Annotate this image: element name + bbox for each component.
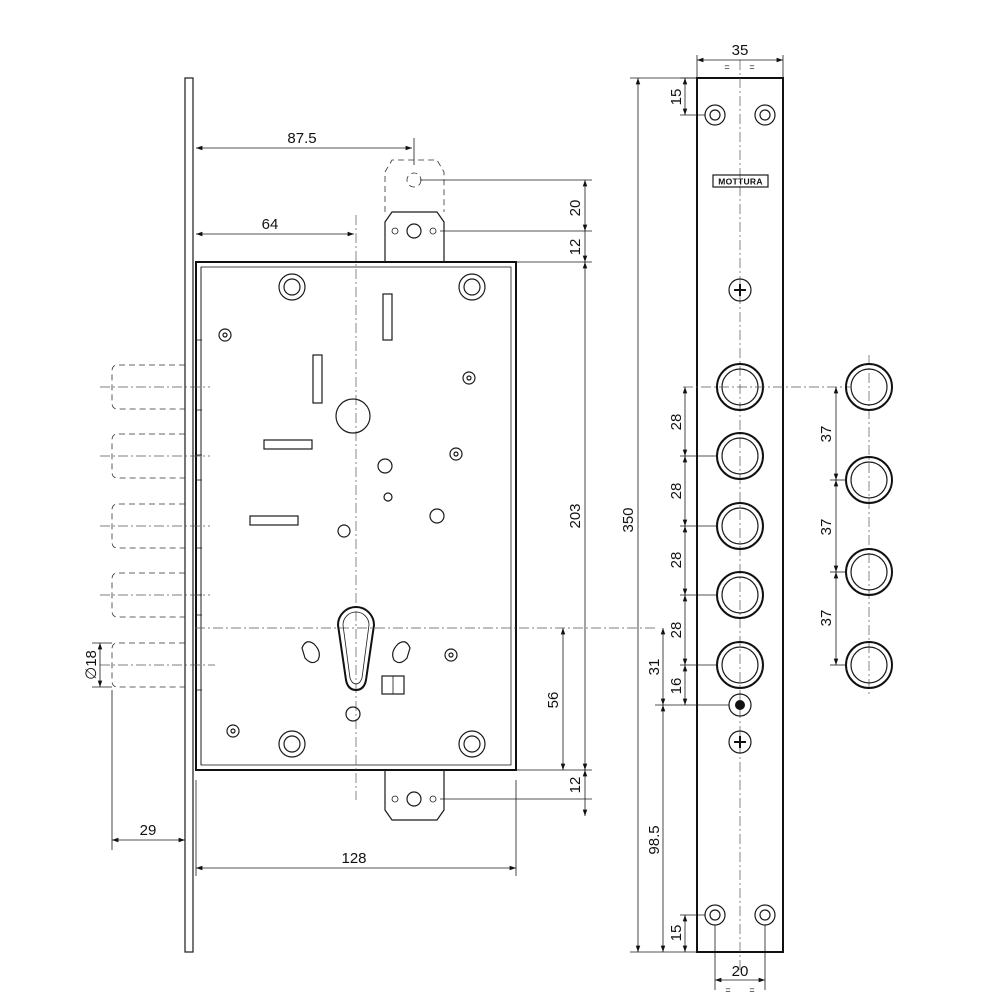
- svg-text:37: 37: [818, 519, 835, 536]
- front-faceplate: [184, 77, 194, 953]
- faceplate-hole-top-left: [704, 104, 726, 126]
- svg-text:12: 12: [567, 777, 584, 794]
- svg-text:12: 12: [567, 239, 584, 256]
- svg-text:∅18: ∅18: [83, 650, 100, 680]
- slot: [312, 354, 323, 404]
- cylinder-cutout: [336, 606, 376, 692]
- bottom-mounting-tab: [384, 770, 445, 821]
- dim-350: 350: [620, 77, 697, 953]
- deadbolts: [100, 364, 215, 688]
- alternative-bolt-layout: 37 37 37: [818, 355, 893, 695]
- faceplate-hole-top-right: [754, 104, 776, 126]
- corner-boss-top-left: [278, 273, 306, 301]
- dim-128: 128: [195, 780, 517, 876]
- svg-text:350: 350: [620, 507, 637, 532]
- top-mounting-tab: [384, 211, 445, 262]
- svg-text:31: 31: [646, 659, 663, 676]
- case-screws: [218, 328, 476, 738]
- svg-text:28: 28: [668, 552, 685, 569]
- brand-label: MOTTURA: [718, 177, 763, 187]
- dim-bolt-spacings: 28 28 28 28: [668, 387, 717, 666]
- dim-29: 29: [111, 690, 185, 850]
- corner-boss-bottom-right: [458, 730, 486, 758]
- dim-12-top: 12: [516, 231, 592, 263]
- slot: [382, 293, 393, 341]
- svg-text:128: 128: [341, 850, 366, 867]
- dim-98-5: 98.5: [646, 705, 666, 952]
- dim-15-bottom: 15: [668, 914, 705, 952]
- svg-text:=: =: [749, 62, 754, 72]
- svg-text:15: 15: [668, 89, 685, 106]
- svg-text:20: 20: [567, 200, 584, 217]
- dim-20-holes: 20 = =: [714, 925, 766, 995]
- corner-boss-top-right: [458, 273, 486, 301]
- svg-text:37: 37: [818, 610, 835, 627]
- faceplate-screw-top: [728, 278, 752, 302]
- dim-16: 16: [668, 665, 688, 705]
- svg-text:29: 29: [140, 822, 157, 839]
- slot: [263, 439, 313, 450]
- dim-35: 35 = =: [696, 42, 784, 80]
- svg-text:28: 28: [668, 483, 685, 500]
- svg-text:20: 20: [732, 963, 749, 980]
- svg-text:87.5: 87.5: [287, 130, 316, 147]
- svg-text:=: =: [725, 985, 730, 995]
- dim-203: 203: [516, 262, 592, 771]
- extended-top-bolt: [384, 159, 445, 212]
- dim-87-5: 87.5: [196, 130, 415, 165]
- faceplate-screw-bottom: [728, 730, 752, 754]
- svg-text:203: 203: [567, 503, 584, 528]
- dim-31: 31: [646, 628, 729, 706]
- dim-56: 56: [545, 628, 566, 770]
- svg-text:64: 64: [262, 216, 279, 233]
- dim-15-top: 15: [668, 77, 705, 116]
- dim-20-top-bolt: 20: [420, 179, 592, 232]
- faceplate-hole-bottom-left: [704, 904, 726, 926]
- svg-text:=: =: [749, 985, 754, 995]
- dim-64: 64: [196, 216, 354, 237]
- svg-text:28: 28: [668, 622, 685, 639]
- svg-text:16: 16: [668, 678, 685, 695]
- corner-boss-bottom-left: [278, 730, 306, 758]
- brand-label-box: [712, 174, 769, 188]
- kidney-slot-right: [392, 641, 411, 664]
- slot: [249, 515, 299, 526]
- svg-text:37: 37: [818, 426, 835, 443]
- dim-diameter-18: ∅18: [83, 642, 112, 688]
- faceplate-view: MOTTURA 35: [620, 42, 850, 995]
- svg-text:98.5: 98.5: [646, 825, 663, 854]
- svg-text:15: 15: [668, 925, 685, 942]
- spindle-hole: [335, 398, 371, 434]
- kidney-slot-left: [301, 641, 320, 664]
- svg-text:28: 28: [668, 414, 685, 431]
- faceplate-hole-bottom-right: [754, 904, 776, 926]
- svg-text:=: =: [724, 62, 729, 72]
- svg-text:56: 56: [545, 692, 562, 709]
- svg-text:35: 35: [732, 42, 749, 59]
- lock-body-view: 87.5 64 20 12 203 56: [83, 77, 655, 953]
